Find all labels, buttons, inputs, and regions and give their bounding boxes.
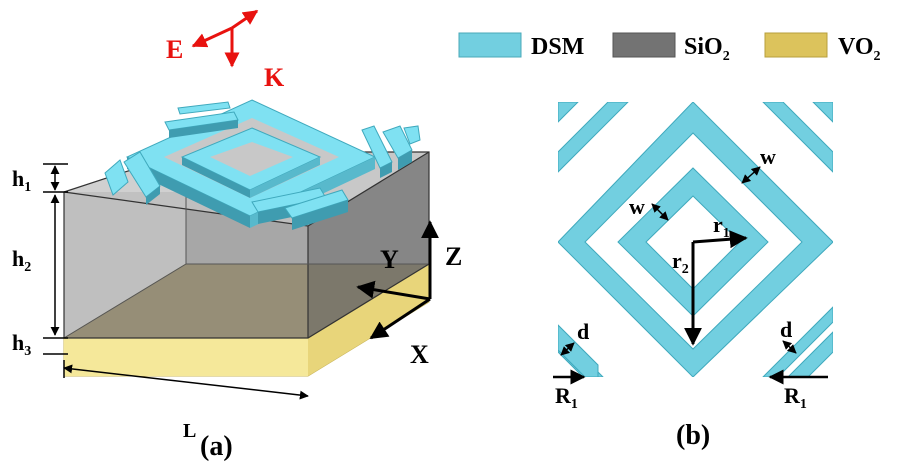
dimension-h1: h1 [12,163,68,195]
y-axis [356,280,431,301]
d-left-arrow [560,342,575,356]
r2-label: r2 [672,248,689,277]
panel-b: w w r1 r2 d d R1 R1 (b) [553,102,833,451]
w-top-label: w [760,144,776,169]
dimension-h2: h2 [12,194,68,339]
panel-a-caption: (a) [200,431,233,462]
incidence-arrows: E K [166,9,285,92]
legend-swatch-sio2 [612,32,676,58]
dimension-h3: h3 [12,330,68,359]
R1-left-label: R1 [555,383,578,412]
legend-label-vo2: VO2 [838,34,881,64]
length-label: L [183,420,196,442]
e-field-arrow [191,26,233,48]
d-right-arrow [782,340,797,354]
dimension-L: L [63,360,309,442]
legend-item-vo2: VO2 [764,32,881,64]
legend: DSM SiO2 VO2 [458,32,881,64]
coordinate-axes: Z Y X [356,220,462,369]
w-left-label: w [629,194,645,219]
k-vector-label: K [264,63,285,92]
panel-a: E K [12,9,462,462]
d-right-label: d [780,317,792,342]
legend-swatch-dsm [458,32,522,58]
R1-right-label: R1 [784,383,807,412]
r1-label: r1 [713,212,730,241]
w-top-arrow [741,166,761,184]
legend-swatch-vo2 [764,32,828,58]
panel-b-caption: (b) [676,420,710,451]
x-axis [369,297,431,340]
d-left-label: d [577,319,589,344]
e-field-arrow-tip [231,9,259,30]
legend-label-sio2: SiO2 [684,34,730,64]
legend-label-dsm: DSM [531,34,584,60]
r1-arrow [692,230,748,249]
h3-label: h3 [12,330,31,359]
dsm-pattern-3d [104,99,421,230]
z-axis-label: Z [445,242,462,271]
h1-label: h1 [12,166,31,195]
h2-label: h2 [12,246,31,275]
w-left-arrow [651,203,669,221]
legend-item-dsm: DSM [458,32,584,60]
legend-item-sio2: SiO2 [612,32,730,64]
e-field-label: E [166,35,183,64]
x-axis-label: X [410,340,429,369]
y-axis-label: Y [380,245,399,274]
